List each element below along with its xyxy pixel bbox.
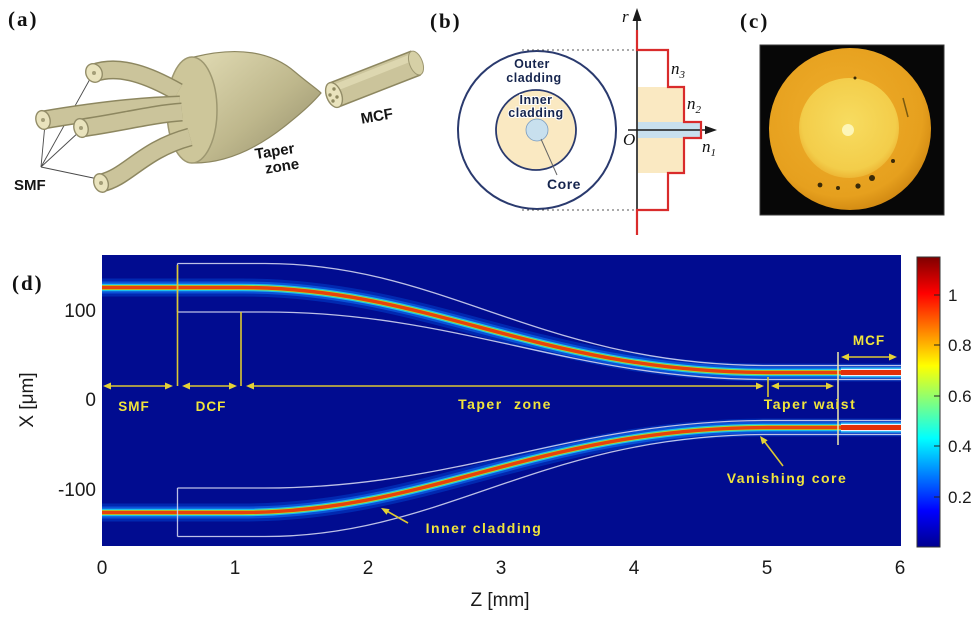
x-tick-3: 3 [496, 558, 507, 579]
panel-a-tag: (a) [8, 7, 39, 31]
x-tick-4: 4 [629, 558, 640, 579]
heatmap-area [102, 255, 901, 546]
colorbar-tick-04: 0.4 [948, 437, 972, 456]
outer-cladding-label-2: cladding [506, 71, 561, 85]
panel-b: (b) Outer cladding Inner cladding Core r… [430, 7, 717, 235]
n1-label: n1 [702, 137, 716, 159]
panel-d: (d) [12, 255, 972, 611]
refractive-index-profile [635, 30, 703, 235]
annotation-dcf: DCF [196, 399, 227, 414]
svg-text:zone: zone [264, 156, 300, 178]
annotation-taper-zone: Taper zone [458, 396, 552, 412]
fiber-outline-overlay [176, 262, 901, 538]
panel-b-tag: (b) [430, 9, 462, 33]
inner-cladding-label-1: Inner [519, 93, 552, 107]
mcf-bright-segments [841, 367, 901, 433]
colorbar-tick-08: 0.8 [948, 336, 972, 355]
outer-cladding-label-1: Outer [514, 57, 550, 71]
x-tick-5: 5 [762, 558, 773, 579]
annotation-taper-waist: Taper waist [764, 396, 857, 412]
mcf-end-face [324, 81, 344, 109]
colorbar: 1 0.8 0.6 0.4 0.2 [916, 256, 972, 548]
x-tick-1: 1 [230, 558, 241, 579]
colorbar-tick-02: 0.2 [948, 488, 972, 507]
x-axis-label: Z [mm] [470, 590, 529, 611]
y-tick-neg100: -100 [58, 480, 96, 501]
y-tick-100: 100 [64, 301, 96, 322]
smf-label: SMF [14, 177, 46, 194]
mcf-label: MCF [359, 105, 394, 127]
annotation-mcf: MCF [853, 333, 885, 348]
core-pointer-line [540, 138, 558, 176]
smf-fibers [35, 60, 193, 193]
colorbar-tick-06: 0.6 [948, 387, 972, 406]
core-label: Core [547, 176, 581, 192]
core-circle [525, 118, 549, 142]
colorbar-tick-1: 1 [948, 286, 957, 305]
inner-cladding-label-2: cladding [508, 106, 563, 120]
projection-dotted-lines [522, 49, 635, 211]
panel-a: (a) [8, 7, 425, 195]
micrograph-core [842, 124, 854, 136]
taper-zone-label: Taper zone [253, 139, 302, 179]
dimension-annotations [103, 265, 897, 524]
panel-d-tag: (d) [12, 271, 44, 295]
annotation-vanishing-core: Vanishing core [727, 470, 848, 486]
panel-c-tag: (c) [740, 9, 769, 33]
y-axis-label: X [μm] [17, 372, 38, 427]
r-axis-arrowhead [632, 8, 642, 21]
smf-fiber-cores [41, 71, 103, 185]
n-axis-arrowhead [705, 125, 717, 135]
x-tick-0: 0 [97, 558, 108, 579]
n3-label: n3 [671, 59, 686, 81]
mcf-fiber [324, 50, 425, 109]
x-tick-6: 6 [895, 558, 906, 579]
y-tick-0: 0 [85, 390, 96, 411]
r-axis-label: r [622, 7, 629, 26]
mcf-cores [328, 87, 339, 103]
annotation-smf: SMF [118, 399, 150, 414]
lower-beam-trace [102, 418, 901, 522]
profile-axes [628, 16, 712, 232]
micrograph-specks [817, 76, 909, 190]
annotation-inner-cladding: Inner cladding [426, 520, 543, 536]
upper-beam-trace [102, 278, 901, 382]
panel-c: (c) [740, 9, 945, 216]
origin-label: O [623, 130, 635, 149]
x-tick-2: 2 [363, 558, 374, 579]
n2-label: n2 [687, 94, 702, 116]
